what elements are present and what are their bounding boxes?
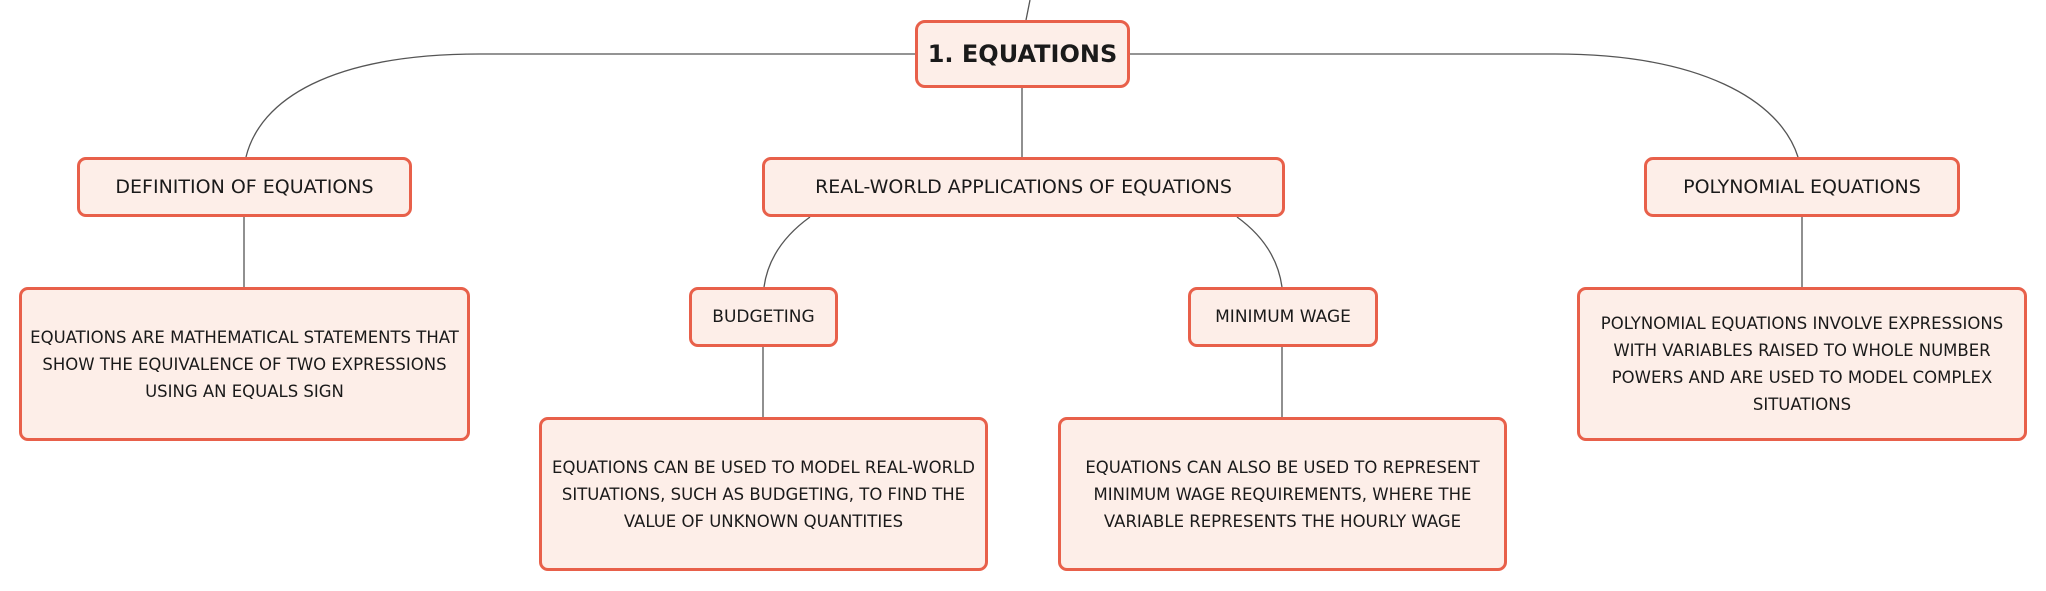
topic-label: POLYNOMIAL EQUATIONS (1683, 176, 1921, 198)
description-text: EQUATIONS CAN ALSO BE USED TO REPRESENT … (1085, 457, 1480, 531)
polynomial-description-node[interactable]: POLYNOMIAL EQUATIONS INVOLVE EXPRESSIONS… (1577, 287, 2027, 441)
connector-applications-minimum-wage (1236, 216, 1283, 288)
subtopic-label: MINIMUM WAGE (1215, 307, 1351, 327)
description-text: POLYNOMIAL EQUATIONS INVOLVE EXPRESSIONS… (1600, 314, 2004, 414)
subtopic-budgeting[interactable]: BUDGETING (689, 287, 838, 347)
budgeting-description-node[interactable]: EQUATIONS CAN BE USED TO MODEL REAL-WORL… (539, 417, 988, 571)
topic-definition-of-equations[interactable]: DEFINITION OF EQUATIONS (77, 157, 412, 217)
subtopic-label: BUDGETING (712, 307, 815, 327)
subtopic-minimum-wage[interactable]: MINIMUM WAGE (1188, 287, 1378, 347)
connector-root-polynomial (1130, 53, 1799, 158)
description-text: EQUATIONS ARE MATHEMATICAL STATEMENTS TH… (30, 327, 459, 401)
definition-description-node[interactable]: EQUATIONS ARE MATHEMATICAL STATEMENTS TH… (19, 287, 470, 441)
topic-polynomial-equations[interactable]: POLYNOMIAL EQUATIONS (1644, 157, 1960, 217)
description-text: EQUATIONS CAN BE USED TO MODEL REAL-WORL… (552, 457, 975, 531)
topic-label: DEFINITION OF EQUATIONS (115, 176, 374, 198)
connector-applications-budgeting (763, 216, 811, 288)
root-node[interactable]: 1. EQUATIONS (915, 20, 1130, 88)
connector-root-definition (245, 53, 915, 158)
topic-real-world-applications[interactable]: REAL-WORLD APPLICATIONS OF EQUATIONS (762, 157, 1285, 217)
root-node-label: 1. EQUATIONS (927, 40, 1118, 68)
parent-connector (1025, 0, 1031, 21)
minimum-wage-description-node[interactable]: EQUATIONS CAN ALSO BE USED TO REPRESENT … (1058, 417, 1507, 571)
topic-label: REAL-WORLD APPLICATIONS OF EQUATIONS (815, 176, 1232, 198)
